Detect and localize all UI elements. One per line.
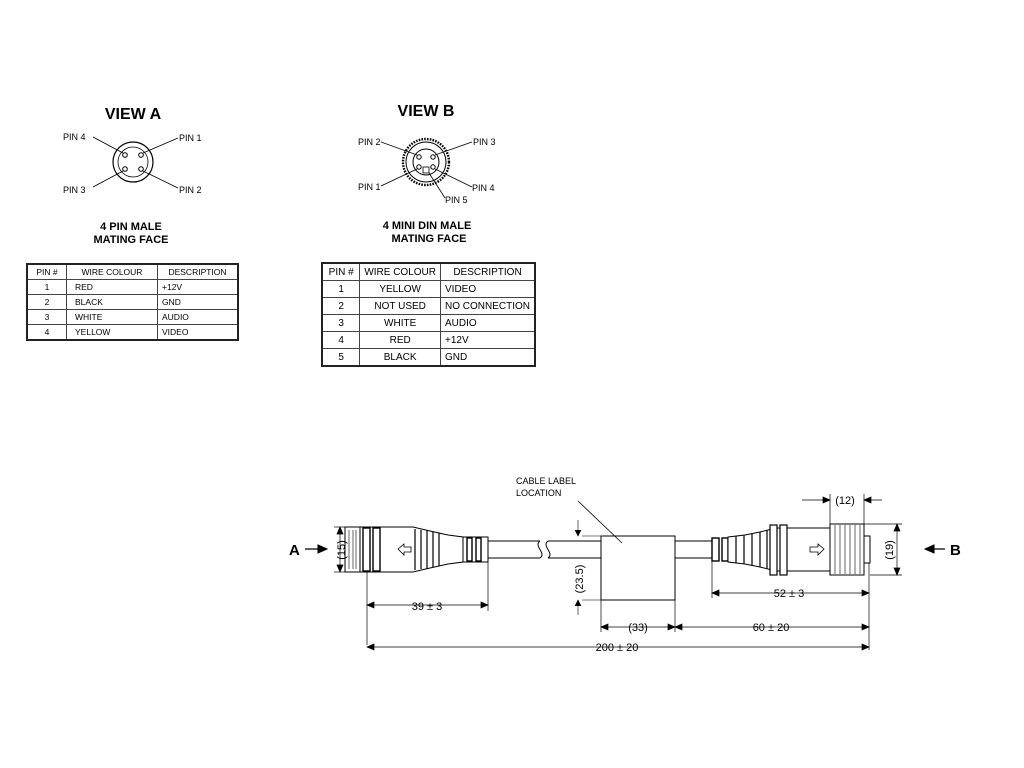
dim-12-label: (12) bbox=[835, 495, 855, 507]
view-a: VIEW A PIN 4 PIN 1 PIN 3 PIN 2 4 PIN MAL… bbox=[63, 106, 202, 246]
view-b-caption-line1: 4 MINI DIN MALE bbox=[383, 220, 472, 232]
wire-colour-cell: YELLOW bbox=[359, 280, 441, 298]
cable-side-view bbox=[305, 494, 945, 651]
table-row: 2 BLACK GND bbox=[26, 294, 239, 310]
column-header-pin: PIN # bbox=[321, 262, 361, 281]
dim-23-5-label: (23.5) bbox=[574, 565, 586, 594]
view-b: VIEW B PIN 2 PIN 3 PIN 1 PIN 4 PIN 5 4 M… bbox=[358, 103, 496, 245]
cable-label-location-line2: LOCATION bbox=[516, 488, 561, 498]
column-header-wire-colour: WIRE COLOUR bbox=[66, 263, 158, 280]
dim-60-label: 60 ± 20 bbox=[753, 622, 790, 634]
table-row: 4 RED +12V bbox=[321, 331, 536, 349]
table-header-row: PIN # WIRE COLOUR DESCRIPTION bbox=[26, 263, 239, 280]
pin-number-cell: 3 bbox=[26, 309, 67, 325]
description-cell: AUDIO bbox=[157, 309, 239, 325]
description-cell: GND bbox=[157, 294, 239, 310]
wire-colour-cell: NOT USED bbox=[359, 297, 441, 315]
view-a-connector-face bbox=[92, 136, 179, 189]
column-header-description: DESCRIPTION bbox=[157, 263, 239, 280]
view-a-pin1-label: PIN 1 bbox=[179, 133, 202, 143]
end-arrows bbox=[305, 544, 945, 554]
table-row: 4 YELLOW VIDEO bbox=[26, 324, 239, 341]
view-b-pin5-label: PIN 5 bbox=[445, 195, 468, 205]
table-header-row: PIN # WIRE COLOUR DESCRIPTION bbox=[321, 262, 536, 281]
pin-1-contact bbox=[138, 152, 144, 158]
table-row: 1 RED +12V bbox=[26, 279, 239, 295]
view-b-connector-face bbox=[380, 137, 473, 199]
description-cell: +12V bbox=[157, 279, 239, 295]
pin-number-cell: 5 bbox=[321, 348, 361, 367]
view-a-caption-line1: 4 PIN MALE bbox=[100, 221, 162, 233]
table-row: 5 BLACK GND bbox=[321, 348, 536, 367]
column-header-description: DESCRIPTION bbox=[440, 262, 536, 281]
pin-2-contact bbox=[416, 154, 422, 160]
wire-colour-cell: YELLOW bbox=[66, 324, 158, 341]
wire-colour-cell: WHITE bbox=[66, 309, 158, 325]
view-b-pinout-table: PIN # WIRE COLOUR DESCRIPTION 1 YELLOW V… bbox=[321, 262, 536, 367]
end-b-label: B bbox=[950, 542, 961, 559]
pin-number-cell: 4 bbox=[321, 331, 361, 349]
wire-colour-cell: RED bbox=[359, 331, 441, 349]
description-cell: NO CONNECTION bbox=[440, 297, 536, 315]
view-a-pin4-label: PIN 4 bbox=[63, 132, 86, 142]
cable-label-location-line1: CABLE LABEL bbox=[516, 476, 576, 486]
view-b-title: VIEW B bbox=[398, 103, 455, 120]
pin-4-contact bbox=[122, 152, 128, 158]
view-b-pin3-label: PIN 3 bbox=[473, 137, 496, 147]
view-a-pin2-label: PIN 2 bbox=[179, 185, 202, 195]
dim-19-label: (19) bbox=[884, 540, 896, 560]
pin-1-contact bbox=[416, 164, 422, 170]
view-a-pinout-table: PIN # WIRE COLOUR DESCRIPTION 1 RED +12V… bbox=[26, 263, 239, 341]
dim-52-label: 52 ± 3 bbox=[774, 588, 805, 600]
dim-33-label: (33) bbox=[628, 622, 648, 634]
wire-colour-cell: BLACK bbox=[66, 294, 158, 310]
pin-number-cell: 2 bbox=[26, 294, 67, 310]
end-a-label: A bbox=[289, 542, 300, 559]
view-b-pin1-label: PIN 1 bbox=[358, 182, 381, 192]
wire-colour-cell: WHITE bbox=[359, 314, 441, 332]
wire-colour-cell: BLACK bbox=[359, 348, 441, 367]
pin-3-contact bbox=[122, 166, 128, 172]
column-header-wire-colour: WIRE COLOUR bbox=[359, 262, 441, 281]
pin-3-contact bbox=[430, 154, 436, 160]
pin-number-cell: 3 bbox=[321, 314, 361, 332]
view-b-pin4-label: PIN 4 bbox=[472, 183, 495, 193]
view-a-title: VIEW A bbox=[105, 106, 162, 123]
view-a-caption-line2: MATING FACE bbox=[94, 234, 169, 246]
pin-number-cell: 2 bbox=[321, 297, 361, 315]
pin-number-cell: 1 bbox=[321, 280, 361, 298]
view-b-pin2-label: PIN 2 bbox=[358, 137, 381, 147]
description-cell: GND bbox=[440, 348, 536, 367]
dimension-lines bbox=[334, 494, 902, 651]
wire-colour-cell: RED bbox=[66, 279, 158, 295]
pin-2-contact bbox=[138, 166, 144, 172]
view-b-caption-line2: MATING FACE bbox=[392, 233, 467, 245]
connector-b-body bbox=[711, 523, 871, 576]
pin-number-cell: 1 bbox=[26, 279, 67, 295]
table-row: 2 NOT USED NO CONNECTION bbox=[321, 297, 536, 315]
column-header-pin: PIN # bbox=[26, 263, 67, 280]
dim-39-label: 39 ± 3 bbox=[412, 601, 443, 613]
description-cell: AUDIO bbox=[440, 314, 536, 332]
table-row: 3 WHITE AUDIO bbox=[321, 314, 536, 332]
pin-4-contact bbox=[430, 164, 436, 170]
view-a-pin3-label: PIN 3 bbox=[63, 185, 86, 195]
connector-a-body bbox=[344, 526, 489, 573]
dim-200-label: 200 ± 20 bbox=[596, 642, 639, 654]
table-row: 1 YELLOW VIDEO bbox=[321, 280, 536, 298]
description-cell: VIDEO bbox=[440, 280, 536, 298]
cable-annotations: CABLE LABEL LOCATION A B (15) 39 ± 3 (23… bbox=[289, 476, 961, 654]
description-cell: VIDEO bbox=[157, 324, 239, 341]
dim-15-label: (15) bbox=[336, 540, 348, 560]
table-row: 3 WHITE AUDIO bbox=[26, 309, 239, 325]
cable-wire bbox=[488, 540, 712, 559]
cable-label-flag bbox=[574, 500, 676, 615]
pin-number-cell: 4 bbox=[26, 324, 67, 341]
description-cell: +12V bbox=[440, 331, 536, 349]
